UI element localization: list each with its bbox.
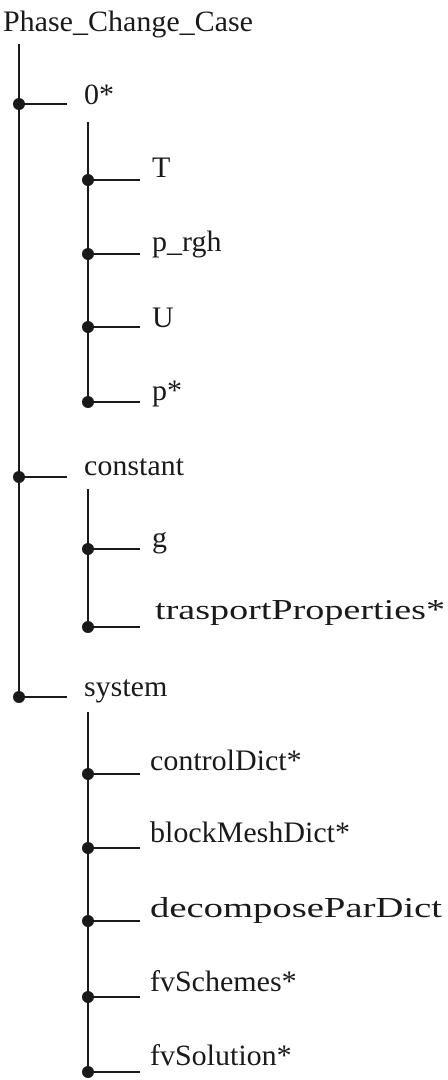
file-decomposeParDict-label: decomposeParDict: [150, 892, 442, 924]
file-g-label: g: [152, 521, 167, 554]
folder-0-label: 0*: [84, 78, 114, 111]
file-g-node-dot: [82, 543, 94, 555]
file-trasportProperties-label: trasportProperties*: [155, 594, 445, 626]
file-p_rgh-label: p_rgh: [152, 225, 221, 258]
file-T-label: T: [152, 151, 170, 184]
file-U-node-dot: [82, 321, 94, 333]
file-trasportProperties-node-dot: [82, 621, 94, 633]
file-controlDict-node-dot: [82, 768, 94, 780]
folder-constant-label: constant: [84, 449, 185, 482]
file-controlDict-label: controlDict*: [150, 744, 302, 777]
folder-system-label: system: [84, 670, 167, 703]
file-T-node-dot: [82, 174, 94, 186]
file-p_rgh-node-dot: [82, 248, 94, 260]
file-decomposeParDict-node-dot: [82, 915, 94, 927]
file-p-node-dot: [82, 396, 94, 408]
file-fvSchemes-node-dot: [82, 991, 94, 1003]
file-fvSolution-node-dot: [82, 1066, 94, 1078]
file-U-label: U: [152, 301, 174, 334]
file-fvSolution-label: fvSolution*: [150, 1039, 292, 1072]
root-folder-label: Phase_Change_Case: [3, 5, 253, 38]
file-p-label: p*: [152, 374, 182, 407]
file-blockMeshDict-node-dot: [82, 842, 94, 854]
file-blockMeshDict-label: blockMeshDict*: [150, 816, 350, 849]
folder-0-node-dot: [13, 98, 25, 110]
file-fvSchemes-label: fvSchemes*: [150, 965, 297, 998]
folder-constant-node-dot: [13, 471, 25, 483]
folder-system-node-dot: [13, 691, 25, 703]
